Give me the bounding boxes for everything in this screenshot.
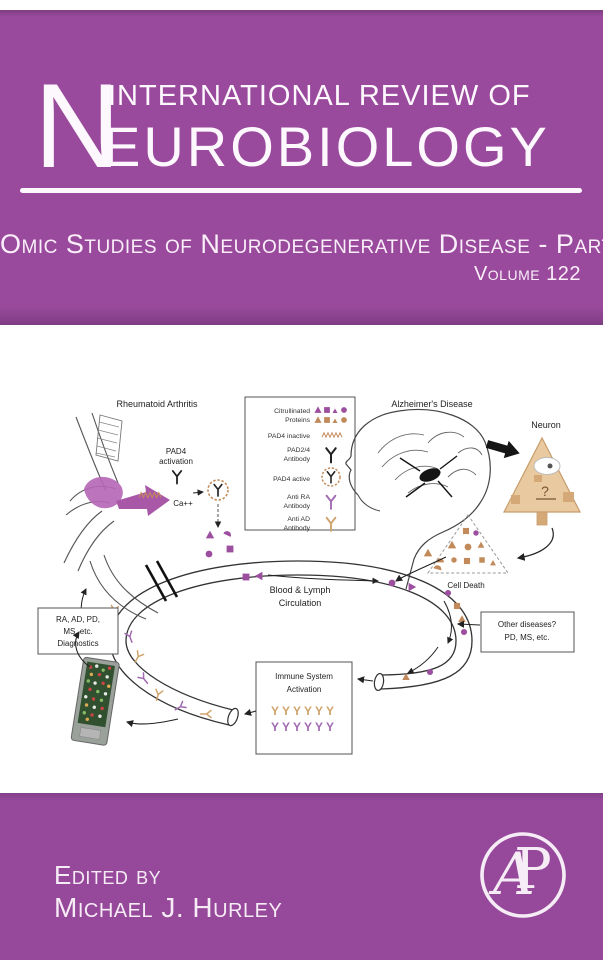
svg-text:Antibody: Antibody [284,525,311,532]
masthead-line2: EUROBIOLOGY [103,115,550,178]
immune-antibody-row-tan: YYYYYY [271,704,337,718]
other-diseases-box: Other diseases? PD, MS, etc. [456,611,575,653]
ap-logo-letter-p: P [514,837,552,902]
pad4-active-icon [207,479,229,501]
academic-press-logo: A P [480,832,566,918]
svg-text:PD, MS, etc.: PD, MS, etc. [505,633,550,642]
svg-text:Activation: Activation [287,685,322,694]
scientific-diagram: Rheumatoid Arthritis Alzheimer's Disease [37,396,581,755]
brain-to-neuron-arrow [485,440,520,459]
vessel-break [144,564,168,602]
legend-box: Citrullinated Proteins PAD4 inactive PAD… [244,396,356,532]
svg-text:Other diseases?: Other diseases? [498,620,557,629]
label-calcium: Ca++ [173,499,193,508]
immune-system-box: Immune System Activation YYYYYY YYYYYY [243,661,374,755]
legend-citrullinated: Citrullinated [274,408,310,415]
chip-to-diagnostics-arrow [72,631,91,668]
vessel-to-chip-arrow [125,718,179,728]
ap-logo-letter-a: A [488,840,535,908]
svg-text:RA, AD, PD,: RA, AD, PD, [56,615,100,624]
legend-anti-ra: Anti RA [287,494,311,501]
citrullinated-proteins-released [205,529,234,558]
label-neuron: Neuron [531,420,561,430]
edited-by-label: Edited by [54,860,162,890]
svg-text:Proteins: Proteins [285,417,311,424]
legend-pad4-inactive: PAD4 inactive [268,433,310,440]
synovium-arrow [116,485,170,516]
svg-text:Antibody: Antibody [284,503,311,510]
legend-pad-antibody: PAD2/4 [287,447,310,454]
neuron-group: Neuron ? [503,420,581,561]
label-pad4: PAD4 [166,447,187,456]
masthead-initial: N [34,59,121,193]
svg-text:Diagnostics: Diagnostics [57,639,98,648]
neuron-question-mark: ? [541,483,549,499]
legend-pad4-active: PAD4 active [273,476,310,483]
editor-name: Michael J. Hurley [54,892,283,923]
pad4-antibody-icon [171,470,183,485]
label-alzheimers-disease: Alzheimer's Disease [391,399,472,409]
svg-text:Circulation: Circulation [279,598,322,608]
label-rheumatoid-arthritis: Rheumatoid Arthritis [116,399,198,409]
footer-band: Edited by Michael J. Hurley A P [0,793,603,960]
diagnostics-box: RA, AD, PD, MS, etc. Diagnostics [37,607,119,655]
immune-antibody-row-purple: YYYYYY [271,720,337,734]
volume-number: Volume 122 [473,263,581,285]
masthead-rule [20,188,582,193]
cell-death-group: Cell Death [395,514,509,590]
lesion-blotch [419,468,441,482]
label-cell-death: Cell Death [447,581,484,590]
cell-death-triangle [427,514,509,574]
neuron-nucleus [533,457,561,475]
svg-text:Antibody: Antibody [284,456,311,463]
knee-joint-illustration [63,412,170,572]
volume-subtitle: Omic Studies of Neurodegenerative Diseas… [0,229,603,259]
vessel-opening-left [227,707,239,727]
alzheimers-head-illustration [345,408,491,590]
microarray-chip [70,656,120,746]
diagram-panel: Rheumatoid Arthritis Alzheimer's Disease [0,325,603,793]
svg-text:Immune System: Immune System [275,672,333,681]
masthead-line1: INTERNATIONAL REVIEW OF [108,80,531,112]
label-pad4-activation: activation [159,457,193,466]
vessel-opening-right [373,672,385,692]
legend-anti-ad: Anti AD [287,516,310,523]
brain-sketch [377,431,483,494]
label-blood-lymph: Blood & Lymph [270,585,331,595]
pad4-activation-group: PAD4 activation Ca++ [138,447,234,558]
header-band: N INTERNATIONAL REVIEW OF EUROBIOLOGY Om… [0,10,603,325]
